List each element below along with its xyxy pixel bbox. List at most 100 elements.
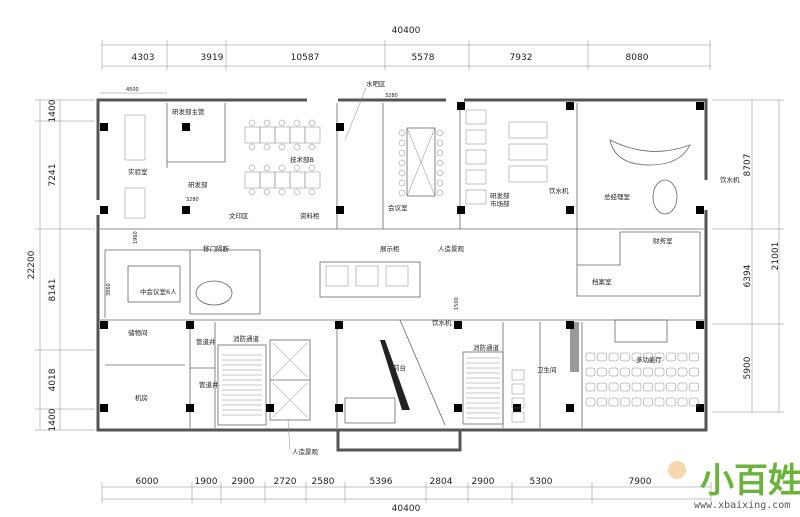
bottom-total: 40400 bbox=[392, 504, 421, 514]
chair bbox=[293, 143, 301, 151]
chair bbox=[398, 169, 406, 177]
audience-seat bbox=[620, 382, 630, 392]
dim-corridor-height: 1960 bbox=[133, 231, 139, 244]
reception-counter bbox=[380, 340, 410, 410]
desk bbox=[304, 171, 321, 189]
toilet-stall bbox=[511, 369, 525, 381]
bottom-seg: 1900 bbox=[195, 477, 218, 487]
label-finance: 财务室 bbox=[653, 236, 673, 245]
structural-column bbox=[336, 206, 344, 214]
label-landscape: 人造景观 bbox=[292, 447, 319, 456]
structural-column bbox=[457, 206, 465, 214]
structural-column bbox=[566, 206, 574, 214]
left-seg: 1400 bbox=[48, 99, 58, 122]
audience-seat bbox=[597, 382, 607, 392]
meeting-table bbox=[127, 265, 181, 303]
chair bbox=[398, 189, 406, 197]
workstation bbox=[465, 169, 487, 185]
label-water-bar: 水吧区 bbox=[366, 79, 386, 88]
reception-desk bbox=[344, 397, 396, 424]
bottom-seg: 2720 bbox=[274, 477, 297, 487]
top-seg: 7932 bbox=[510, 53, 533, 63]
audience-seat bbox=[689, 352, 699, 362]
audience-seat bbox=[585, 367, 596, 377]
structural-column bbox=[182, 123, 190, 131]
chair bbox=[436, 129, 444, 137]
chair bbox=[248, 188, 256, 196]
left-seg: 7241 bbox=[48, 164, 58, 187]
audience-seat bbox=[677, 367, 688, 377]
chair bbox=[308, 119, 316, 127]
right-seg: 8707 bbox=[743, 154, 753, 177]
lab-bench bbox=[124, 187, 146, 219]
desk bbox=[244, 171, 261, 189]
label-mid-meeting: 中会议室6人 bbox=[140, 287, 177, 296]
audience-seat bbox=[677, 382, 688, 392]
audience-seat bbox=[631, 382, 642, 392]
label-reception: 前台 bbox=[393, 363, 406, 372]
chair bbox=[308, 164, 316, 172]
label-rd: 研发部 bbox=[188, 180, 208, 189]
desk bbox=[274, 126, 291, 144]
workstation bbox=[465, 129, 487, 145]
label-water-dispenser: 饮水机 bbox=[720, 175, 740, 184]
structural-column bbox=[182, 206, 190, 214]
chair bbox=[436, 189, 444, 197]
audience-seat bbox=[597, 352, 607, 362]
structural-column bbox=[696, 321, 704, 329]
chair bbox=[248, 164, 256, 172]
top-seg: 8080 bbox=[626, 53, 649, 63]
audience-seat bbox=[654, 382, 665, 392]
right-total: 21001 bbox=[771, 242, 781, 271]
top-total: 40400 bbox=[392, 26, 421, 36]
label-archive: 档案室 bbox=[592, 277, 612, 286]
columns bbox=[100, 102, 704, 412]
bottom-dimension: 40400 6000 1900 2900 2720 2580 5396 2804… bbox=[101, 477, 712, 514]
workstation bbox=[465, 189, 487, 205]
gm-desk bbox=[609, 139, 691, 166]
left-seg: 4018 bbox=[48, 368, 58, 391]
structural-column bbox=[186, 404, 194, 412]
audience-seat bbox=[631, 352, 642, 362]
audience-seat bbox=[608, 382, 619, 392]
audience-seat bbox=[666, 367, 676, 377]
dim-rd-width: 3280 bbox=[186, 197, 199, 203]
audience-seat bbox=[585, 352, 596, 362]
watermark-brand: 小百姓 bbox=[700, 461, 800, 501]
display-cabinet bbox=[325, 265, 349, 287]
lab-bench bbox=[124, 114, 146, 161]
watermark-url: www.xbaixing.com bbox=[694, 500, 790, 511]
furniture bbox=[124, 109, 699, 423]
chair bbox=[398, 159, 406, 167]
label-water-dispenser: 饮水机 bbox=[549, 186, 569, 195]
chair bbox=[248, 143, 256, 151]
watermark: 小百姓 www.xbaixing.com bbox=[668, 461, 800, 511]
bottom-seg: 2900 bbox=[472, 477, 495, 487]
label-rd-market: 研发部 bbox=[490, 191, 510, 200]
chair bbox=[263, 143, 271, 151]
structural-column bbox=[266, 404, 274, 412]
audience-seat bbox=[689, 367, 699, 377]
audience-seat bbox=[631, 367, 642, 377]
chair bbox=[308, 143, 316, 151]
audience-seat bbox=[654, 397, 665, 407]
top-seg: 4303 bbox=[132, 53, 155, 63]
chair bbox=[263, 188, 271, 196]
chair bbox=[308, 188, 316, 196]
audience-seat bbox=[677, 352, 688, 362]
label-pipe-shaft: 管道井 bbox=[196, 337, 216, 346]
label-tech-b: 技术部B bbox=[290, 155, 314, 164]
audience-seat bbox=[643, 397, 653, 407]
right-seg: 6394 bbox=[743, 264, 753, 287]
label-fire-exit: 消防通道 bbox=[473, 343, 500, 352]
structural-column bbox=[566, 321, 574, 329]
dim-bar-width: 3280 bbox=[385, 93, 398, 99]
chair bbox=[278, 164, 286, 172]
chair bbox=[293, 164, 301, 172]
audience-seat bbox=[654, 367, 665, 377]
audience-seat bbox=[620, 397, 630, 407]
left-dimension: 22200 1400 7241 8141 4018 1400 bbox=[27, 99, 95, 431]
audience-seat bbox=[597, 397, 607, 407]
desk bbox=[259, 171, 276, 189]
label-lab: 实验室 bbox=[128, 167, 148, 176]
